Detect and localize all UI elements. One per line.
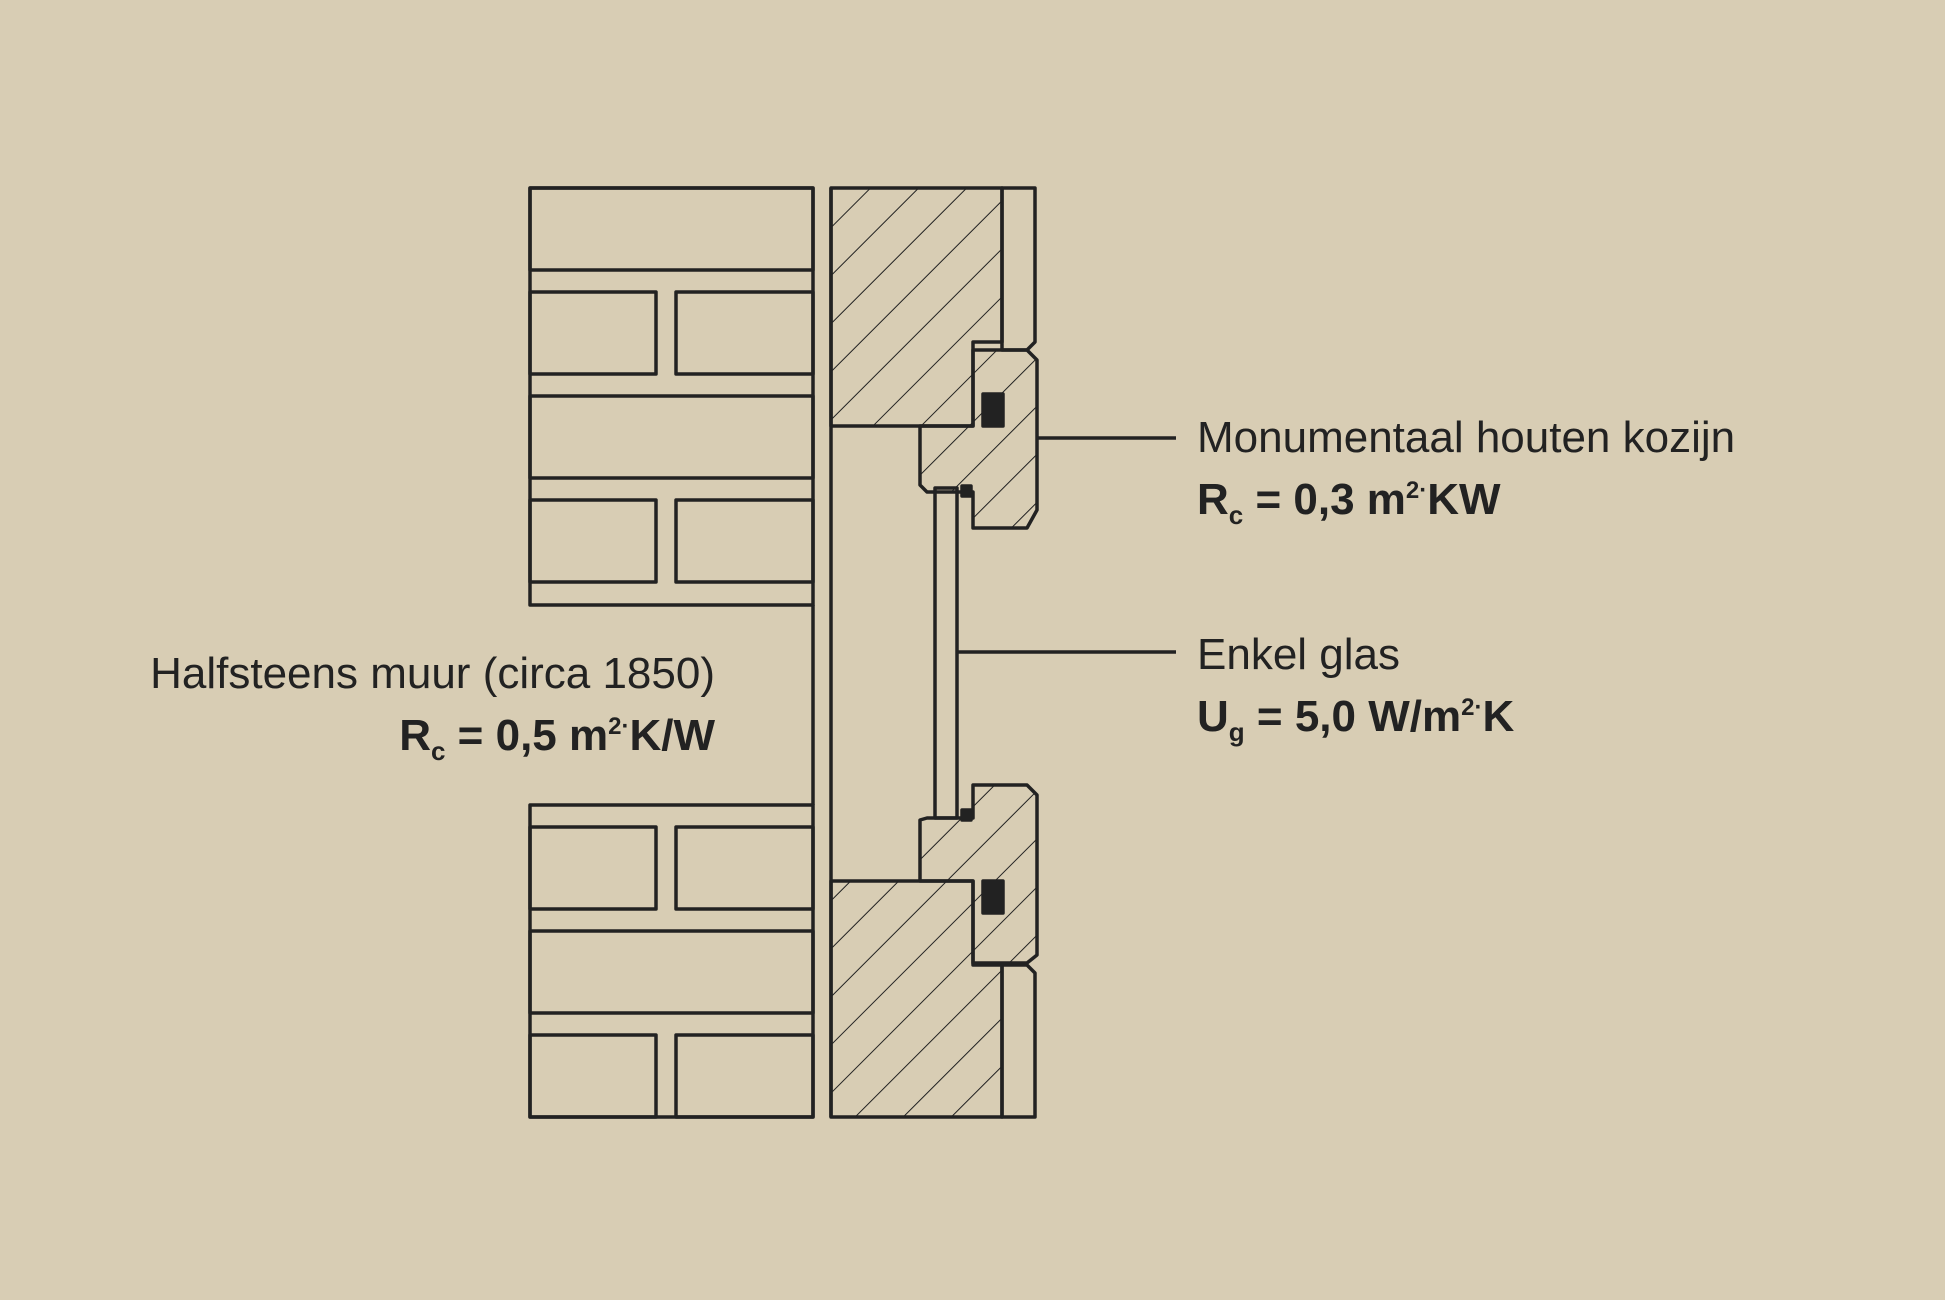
label-glass: Enkel glas Ug = 5,0 W/m2·K <box>1197 630 1515 747</box>
wall-name: Halfsteens muur (circa 1850) <box>150 649 715 698</box>
label-wall: Halfsteens muur (circa 1850) Rc = 0,5 m2… <box>140 649 715 766</box>
glass-value: Ug = 5,0 W/m2·K <box>1197 692 1515 747</box>
label-frame: Monumentaal houten kozijn Rc = 0,3 m2·KW <box>1197 413 1736 530</box>
frame-top <box>829 186 1039 530</box>
wall-value: Rc = 0,5 m2·K/W <box>399 711 715 766</box>
frame-name: Monumentaal houten kozijn <box>1197 413 1736 462</box>
frame-bottom <box>829 783 1039 1119</box>
brick-wall <box>528 186 815 1119</box>
glass-pane <box>933 486 959 820</box>
glass-name: Enkel glas <box>1197 630 1401 679</box>
frame-value: Rc = 0,3 m2·KW <box>1197 475 1501 530</box>
